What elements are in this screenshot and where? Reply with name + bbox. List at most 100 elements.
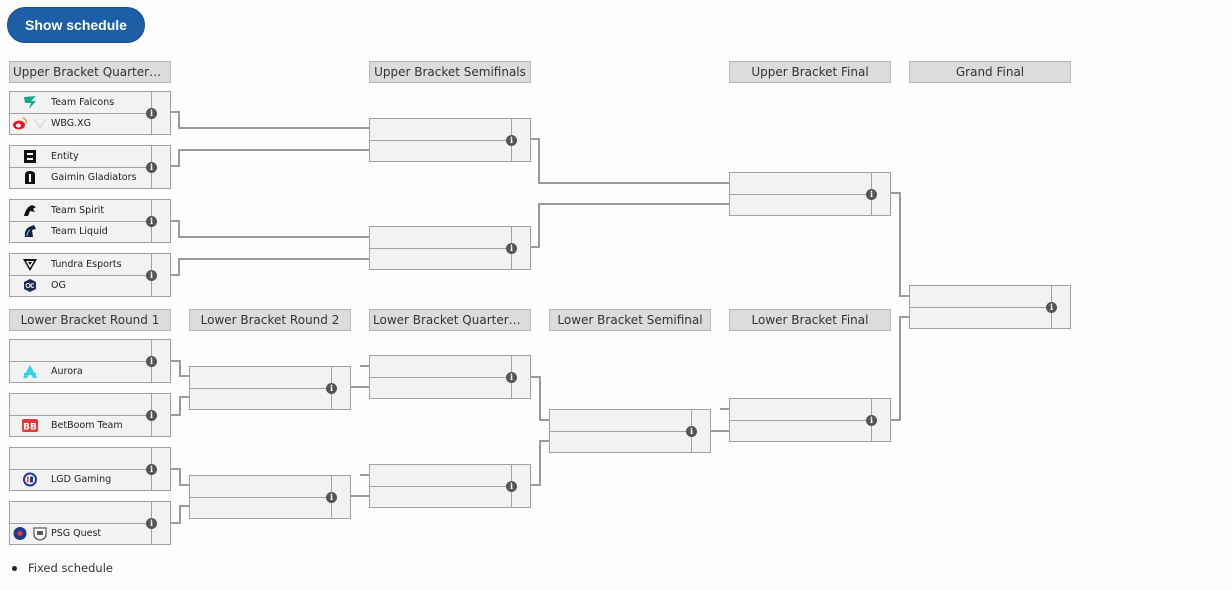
- team-slot[interactable]: PSG Quest: [10, 523, 153, 544]
- info-icon[interactable]: i: [146, 518, 157, 529]
- team-slot[interactable]: [370, 119, 513, 141]
- team-name: Entity: [51, 151, 79, 162]
- team-slot[interactable]: [190, 497, 333, 518]
- info-icon[interactable]: i: [146, 216, 157, 227]
- team-slot[interactable]: [370, 377, 513, 398]
- match-lbf[interactable]: i: [729, 398, 891, 442]
- header-upper-bracket-quarterfinals: Upper Bracket Quarterfinals: [9, 61, 171, 83]
- info-icon[interactable]: i: [146, 410, 157, 421]
- team-slot[interactable]: BB BetBoom Team: [10, 415, 153, 436]
- match-ubqf-4[interactable]: Tundra Esports OG i: [9, 253, 171, 297]
- match-lbr1-3[interactable]: LGD Gaming i: [9, 447, 171, 491]
- team-name: PSG Quest: [51, 528, 102, 539]
- match-lbr1-1[interactable]: Aurora i: [9, 339, 171, 383]
- team-slot[interactable]: [550, 410, 693, 432]
- team-slot[interactable]: [370, 248, 513, 269]
- match-lbqf-2[interactable]: i: [369, 464, 531, 508]
- show-schedule-button[interactable]: Show schedule: [7, 7, 145, 43]
- team-slot[interactable]: [730, 420, 873, 441]
- match-grand-final[interactable]: i: [909, 285, 1071, 329]
- info-icon[interactable]: i: [146, 162, 157, 173]
- team-slot[interactable]: [370, 140, 513, 161]
- info-icon[interactable]: i: [326, 383, 337, 394]
- match-lbr2-2[interactable]: i: [189, 475, 351, 519]
- info-icon[interactable]: i: [866, 415, 877, 426]
- team-slot[interactable]: [10, 394, 153, 416]
- info-icon[interactable]: i: [866, 189, 877, 200]
- match-ubqf-1[interactable]: Team Falcons WBG.XG i: [9, 91, 171, 135]
- team-slot[interactable]: Team Spirit: [10, 200, 153, 222]
- match-ubsf-1[interactable]: i: [369, 118, 531, 162]
- team-slot[interactable]: LGD Gaming: [10, 469, 153, 490]
- header-lower-bracket-semifinal: Lower Bracket Semifinal: [549, 309, 711, 331]
- weibo-icon: [13, 117, 27, 130]
- match-ubqf-3[interactable]: Team Spirit Team Liquid i: [9, 199, 171, 243]
- team-name: Team Liquid: [51, 226, 108, 237]
- match-lbqf-1[interactable]: i: [369, 355, 531, 399]
- match-ubf[interactable]: i: [729, 172, 891, 216]
- team-slot[interactable]: [730, 399, 873, 421]
- team-slot[interactable]: OG: [10, 275, 153, 296]
- team-name: Team Falcons: [51, 97, 115, 108]
- header-grand-final: Grand Final: [909, 61, 1071, 83]
- info-icon[interactable]: i: [146, 270, 157, 281]
- team-slot[interactable]: Team Liquid: [10, 221, 153, 242]
- team-slot[interactable]: [910, 307, 1053, 328]
- info-icon[interactable]: i: [146, 108, 157, 119]
- team-slot[interactable]: Gaimin Gladiators: [10, 167, 153, 188]
- falcon-icon: [24, 96, 36, 109]
- team-slot[interactable]: Entity: [10, 146, 153, 168]
- team-slot[interactable]: [10, 340, 153, 362]
- header-lower-bracket-final: Lower Bracket Final: [729, 309, 891, 331]
- og-icon: [24, 279, 36, 292]
- team-slot[interactable]: [370, 356, 513, 378]
- legend-fixed-schedule: Fixed schedule: [28, 561, 113, 575]
- info-icon[interactable]: i: [146, 464, 157, 475]
- info-icon[interactable]: i: [146, 356, 157, 367]
- team-slot[interactable]: [190, 367, 333, 389]
- aurora-icon: [23, 365, 37, 378]
- header-upper-bracket-semifinals: Upper Bracket Semifinals: [369, 61, 531, 83]
- team-slot[interactable]: [10, 502, 153, 524]
- match-lbsf[interactable]: i: [549, 409, 711, 453]
- match-ubsf-2[interactable]: i: [369, 226, 531, 270]
- team-slot[interactable]: Tundra Esports: [10, 254, 153, 276]
- team-slot[interactable]: [370, 486, 513, 507]
- team-slot[interactable]: [550, 431, 693, 452]
- team-slot[interactable]: [730, 194, 873, 215]
- team-slot[interactable]: [370, 465, 513, 487]
- legend: Fixed schedule: [12, 561, 113, 575]
- info-icon[interactable]: i: [1046, 302, 1057, 313]
- team-slot[interactable]: [10, 448, 153, 470]
- match-ubqf-2[interactable]: Entity Gaimin Gladiators i: [9, 145, 171, 189]
- team-slot[interactable]: WBG.XG: [10, 113, 153, 134]
- info-icon[interactable]: i: [506, 481, 517, 492]
- match-lbr1-4[interactable]: PSG Quest i: [9, 501, 171, 545]
- team-name: Aurora: [51, 366, 83, 377]
- team-slot[interactable]: [190, 388, 333, 409]
- gladiator-helmet-icon: [25, 171, 35, 184]
- header-lower-bracket-round-2: Lower Bracket Round 2: [189, 309, 351, 331]
- info-icon[interactable]: i: [686, 426, 697, 437]
- match-lbr1-2[interactable]: BB BetBoom Team i: [9, 393, 171, 437]
- info-icon[interactable]: i: [506, 135, 517, 146]
- team-name: Team Spirit: [51, 205, 105, 216]
- match-lbr2-1[interactable]: i: [189, 366, 351, 410]
- tundra-icon: [23, 259, 37, 271]
- team-slot[interactable]: [910, 286, 1053, 308]
- team-slot[interactable]: [730, 173, 873, 195]
- team-slot[interactable]: [370, 227, 513, 249]
- team-slot[interactable]: Aurora: [10, 361, 153, 382]
- dragon-icon: [24, 205, 36, 216]
- team-slot[interactable]: [190, 476, 333, 498]
- header-lower-bracket-round-1: Lower Bracket Round 1: [9, 309, 171, 331]
- info-icon[interactable]: i: [326, 492, 337, 503]
- lgd-icon: [23, 472, 37, 487]
- info-icon[interactable]: i: [506, 372, 517, 383]
- horse-icon: [24, 225, 36, 237]
- team-name: OG: [51, 280, 66, 291]
- team-name: LGD Gaming: [51, 474, 112, 485]
- wbg-logo-icon: [33, 118, 47, 130]
- info-icon[interactable]: i: [506, 243, 517, 254]
- team-slot[interactable]: Team Falcons: [10, 92, 153, 114]
